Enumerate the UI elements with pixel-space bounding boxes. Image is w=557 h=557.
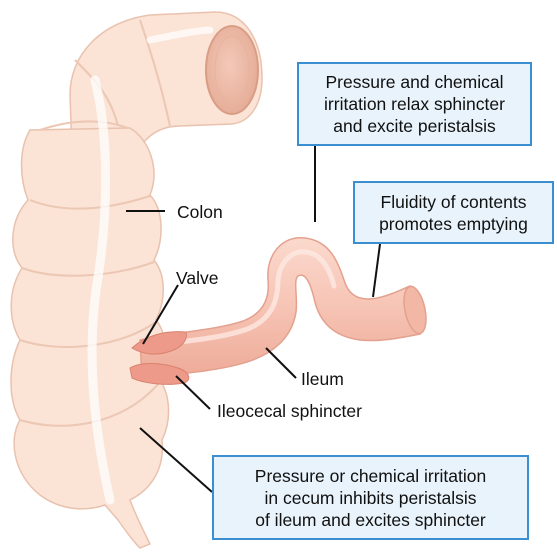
colon-label: Colon	[177, 202, 223, 222]
callout-relax-sphincter: Pressure and chemical irritation relax s…	[297, 62, 532, 146]
callout-line: irritation relax sphincter	[299, 93, 530, 115]
sphincter-leader	[176, 376, 210, 409]
callout-line: in cecum inhibits peristalsis	[214, 487, 527, 509]
ileum-leader	[266, 348, 296, 378]
callout-line: Pressure and chemical	[299, 71, 530, 93]
ileum-tube	[140, 238, 430, 378]
callout-fluidity: Fluidity of contents promotes emptying	[353, 181, 554, 244]
sphincter-label: Ileocecal sphincter	[217, 401, 362, 421]
colon-lumen	[206, 26, 258, 114]
callout-line: Fluidity of contents	[355, 191, 552, 213]
callout-line: promotes emptying	[355, 213, 552, 235]
right-callout-leader	[373, 244, 380, 297]
callout-line: of ileum and excites sphincter	[214, 509, 527, 531]
callout-line: and excite peristalsis	[299, 115, 530, 137]
ileum-label: Ileum	[301, 369, 344, 389]
callout-cecum-irritation: Pressure or chemical irritation in cecum…	[212, 455, 529, 540]
callout-line: Pressure or chemical irritation	[214, 465, 527, 487]
valve-label: Valve	[176, 268, 218, 288]
